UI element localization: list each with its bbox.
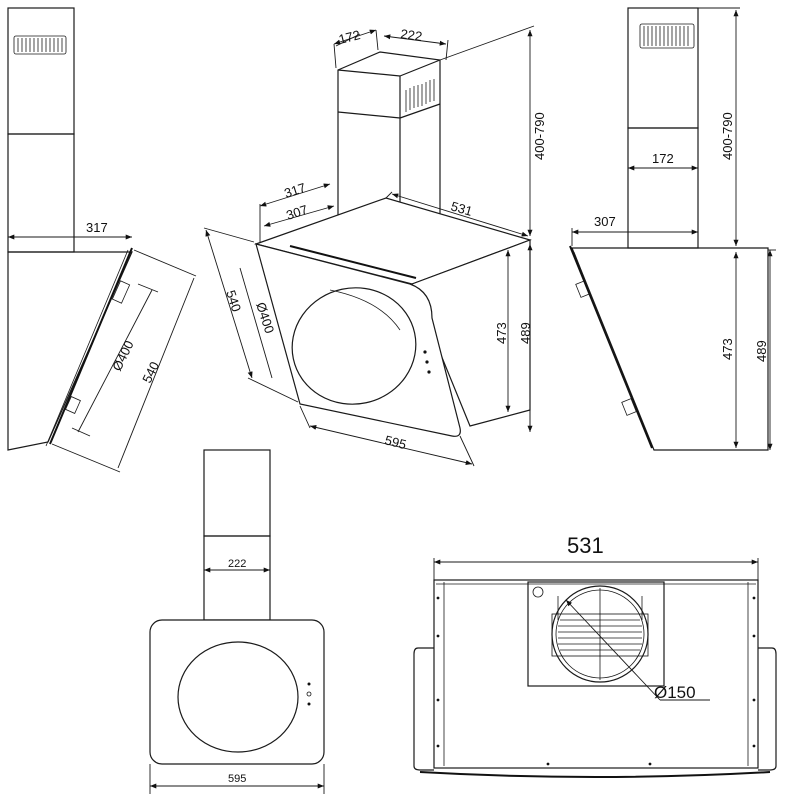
left-vent-grille-icon <box>13 35 67 55</box>
top-wing-right <box>758 647 777 771</box>
dim-595-front: 595 <box>228 773 246 785</box>
dim-540-left: 540 <box>139 359 162 385</box>
persp-vent-icon <box>405 79 435 112</box>
top-motor-box <box>527 581 665 687</box>
dim-317-left: 317 <box>86 220 108 235</box>
front-chimney-upper <box>203 449 271 537</box>
dim-531-top: 531 <box>567 533 604 558</box>
front-view: 222 595 <box>149 449 325 794</box>
dim-489-persp: 489 <box>518 322 533 344</box>
top-fan-grille-icon <box>558 588 642 680</box>
left-body <box>7 251 133 451</box>
dim-473-persp: 473 <box>494 322 509 344</box>
persp-circle <box>291 287 417 405</box>
dim-595-persp: 595 <box>383 432 408 452</box>
left-glass-panel <box>49 247 133 445</box>
dim-dia-left: Ø400 <box>109 338 136 373</box>
right-chimney-lower <box>627 127 699 249</box>
front-chimney-lower <box>203 535 271 621</box>
dim-473-right: 473 <box>720 338 735 360</box>
dim-172-persp: 172 <box>337 27 362 47</box>
right-chimney-upper <box>627 7 699 129</box>
left-chimney-upper <box>7 7 75 135</box>
dim-line-540-left <box>117 277 195 469</box>
right-body <box>571 247 769 451</box>
top-wing-left <box>413 647 434 771</box>
dim-222-front: 222 <box>228 558 246 570</box>
top-body <box>433 579 759 769</box>
dim-222-persp: 222 <box>400 26 424 44</box>
dim-307-right: 307 <box>594 214 616 229</box>
dim-400-790-persp: 400-790 <box>532 112 547 160</box>
dim-line-dia-left <box>77 289 153 433</box>
perspective-view: 172 222 400-790 317 307 531 540 Ø400 473… <box>203 25 547 467</box>
dim-531-persp: 531 <box>449 198 474 218</box>
left-chimney-lower <box>7 133 75 253</box>
dim-307-persp: 307 <box>284 202 309 223</box>
front-panel <box>149 619 325 765</box>
left-side-view: 317 Ø400 540 <box>7 7 197 473</box>
dim-172-right: 172 <box>652 151 674 166</box>
top-view: 531 Ø150 <box>413 533 777 778</box>
right-side-view: 400-790 172 307 473 489 <box>569 7 776 451</box>
dim-400-790-right: 400-790 <box>720 112 735 160</box>
dim-489-right: 489 <box>754 340 769 362</box>
dim-dia-top: Ø150 <box>654 683 696 702</box>
dim-540-persp: 540 <box>223 288 244 313</box>
front-circle <box>177 641 299 753</box>
dim-317-persp: 317 <box>282 180 307 201</box>
right-vent-grille-icon <box>639 23 695 49</box>
